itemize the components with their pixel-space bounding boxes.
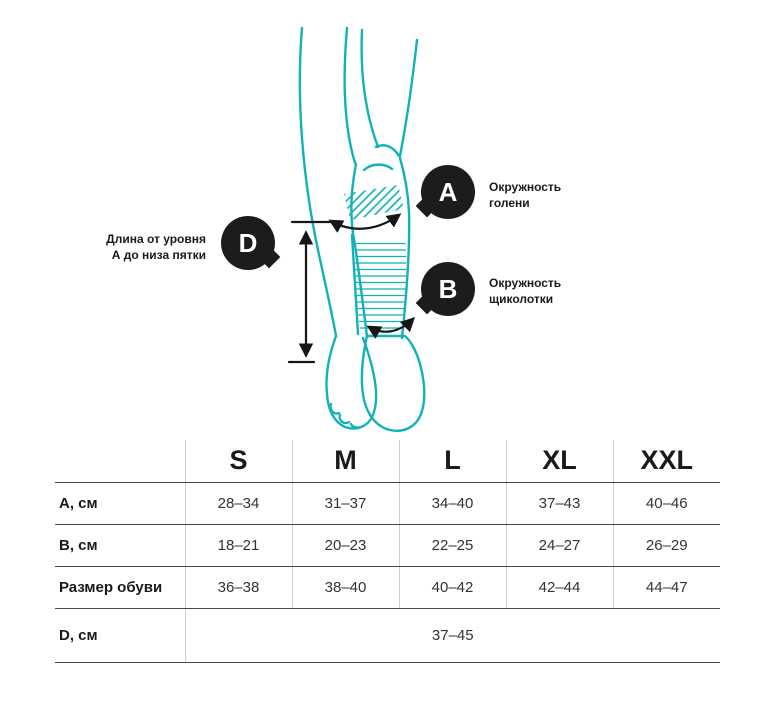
shin-stripes (354, 238, 407, 334)
label-line: голени (489, 196, 530, 211)
size-cell-span: 37–45 (184, 608, 720, 663)
legs-illustration (287, 26, 426, 432)
label-line: Окружность (489, 180, 562, 194)
size-cell: 28–34 (184, 482, 292, 525)
size-cell: 44–47 (612, 566, 720, 609)
header-size-m: M (291, 440, 399, 483)
size-cell: 31–37 (291, 482, 399, 525)
table-row-d: D, см 37–45 (55, 608, 720, 663)
circumference-arrows (328, 213, 416, 339)
row-label-shoe: Размер обуви (55, 566, 185, 609)
label-length-from-a: Длина от уровня А до низа пятки (58, 231, 206, 263)
header-empty (55, 440, 185, 483)
front-foot (360, 334, 426, 432)
header-size-xl: XL (505, 440, 613, 483)
row-label-a: А, см (55, 482, 185, 525)
ankle-circumference-arrow (366, 316, 416, 339)
row-label-b: B, см (55, 524, 185, 567)
measurement-diagram: A B D Окружность голени Окружность щикол… (0, 0, 773, 440)
size-cell: 22–25 (398, 524, 506, 567)
calf-circumference-arrow (328, 213, 402, 233)
size-cell: 42–44 (505, 566, 613, 609)
row-label-d: D, см (55, 608, 185, 663)
size-cell: 26–29 (612, 524, 720, 567)
label-line: Окружность (489, 276, 562, 290)
badge-a: A (421, 165, 475, 219)
table-row-a: А, см 28–34 31–37 34–40 37–43 40–46 (55, 482, 720, 525)
label-line: А до низа пятки (111, 248, 206, 263)
size-cell: 20–23 (291, 524, 399, 567)
label-calf-circumference: Окружность голени (489, 179, 561, 211)
badge-b: B (421, 262, 475, 316)
header-size-xxl: XXL (612, 440, 720, 483)
size-cell: 18–21 (184, 524, 292, 567)
size-table-header-row: S M L XL XXL (55, 440, 720, 483)
size-cell: 38–40 (291, 566, 399, 609)
size-cell: 37–43 (505, 482, 613, 525)
size-cell: 40–42 (398, 566, 506, 609)
header-size-s: S (184, 440, 292, 483)
leg-outlines (298, 26, 419, 430)
badge-d: D (221, 216, 275, 270)
size-cell: 36–38 (184, 566, 292, 609)
table-row-b: B, см 18–21 20–23 22–25 24–27 26–29 (55, 524, 720, 567)
size-table: S M L XL XXL А, см 28–34 31–37 34–40 37–… (55, 440, 720, 663)
label-ankle-circumference: Окружность щиколотки (489, 275, 561, 307)
length-measure (287, 220, 334, 364)
calf-hatch-band (344, 185, 404, 220)
table-row-shoe: Размер обуви 36–38 38–40 40–42 42–44 44–… (55, 566, 720, 609)
size-cell: 40–46 (612, 482, 720, 525)
size-cell: 34–40 (398, 482, 506, 525)
header-size-l: L (398, 440, 506, 483)
label-line: щиколотки (489, 292, 554, 307)
size-cell: 24–27 (505, 524, 613, 567)
label-line: Длина от уровня (106, 232, 206, 246)
